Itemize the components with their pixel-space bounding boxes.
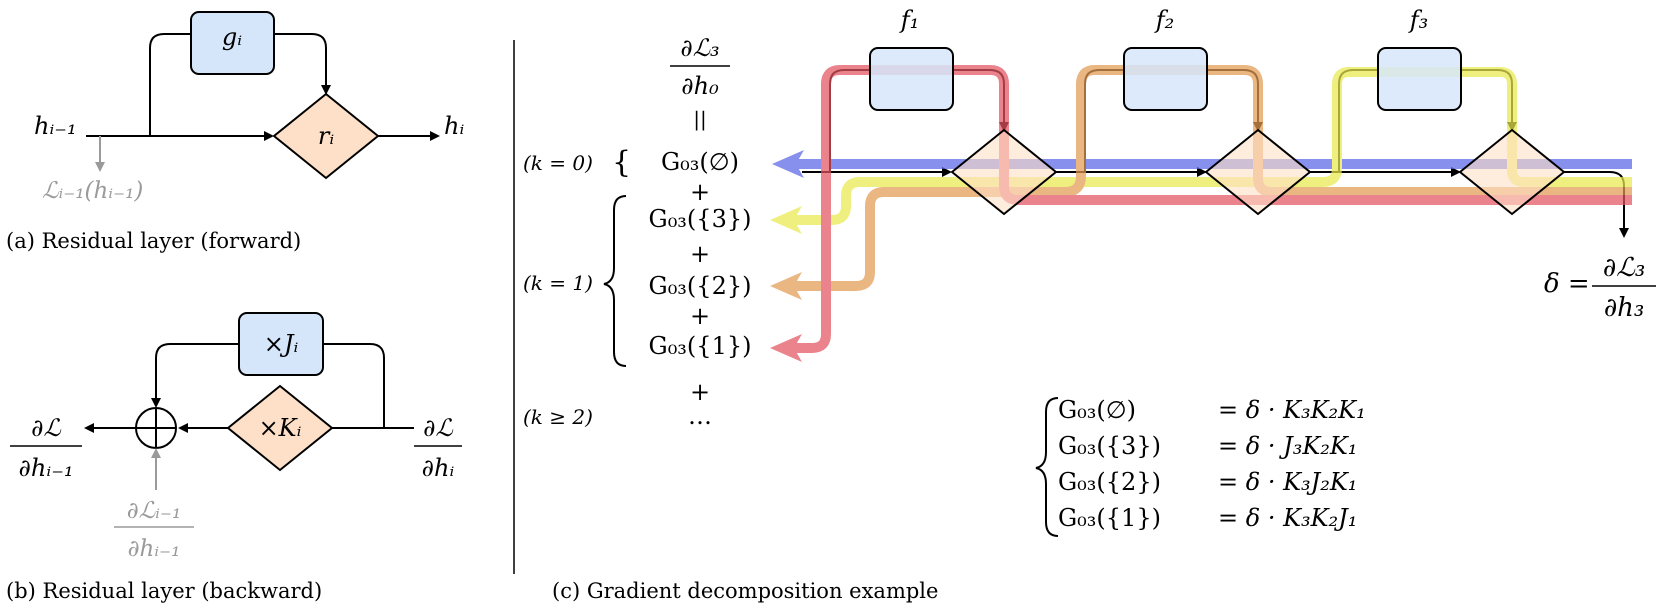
r2-diamond [1204, 128, 1312, 216]
head-orange [770, 272, 802, 300]
term-3: G₀₃({3}) [649, 205, 752, 233]
head-blue [772, 150, 804, 178]
out-frac-num: ∂ℒ [31, 414, 61, 442]
k1-label: (k = 1) [523, 271, 593, 295]
j-feedback-line [323, 343, 385, 428]
f2-label: f₂ [1154, 6, 1175, 34]
caption-a: (a) Residual layer (forward) [6, 229, 301, 253]
delta-frac-num: ∂ℒ₃ [1603, 253, 1646, 283]
f2-box [1123, 47, 1208, 111]
f1-box [869, 47, 954, 111]
top-frac-den: ∂h₀ [681, 72, 719, 100]
k2-label: (k ≥ 2) [523, 405, 593, 429]
eq-2-lhs: G₀₃({3}) [1058, 432, 1161, 460]
plus-2: + [690, 240, 710, 268]
loss-label: ℒᵢ₋₁(hᵢ₋₁) [42, 178, 143, 204]
eq-2-rhs: = δ · J₃K₂K₁ [1218, 432, 1357, 460]
k0-label: (k = 0) [523, 151, 593, 175]
head-red [770, 334, 802, 362]
h-in-label: hᵢ₋₁ [34, 112, 77, 140]
head-yellow [770, 206, 802, 234]
r3-diamond [1458, 128, 1566, 216]
eq-3-lhs: G₀₃({2}) [1058, 468, 1161, 496]
eq-3-rhs: = δ · K₃J₂K₁ [1218, 468, 1357, 496]
term-1: G₀₃({1}) [649, 332, 752, 360]
gradient-paths [770, 65, 1632, 362]
panel-a: gᵢ rᵢ hᵢ₋₁ hᵢ ℒᵢ₋₁(hᵢ₋₁) (a) Residual la… [6, 11, 464, 253]
top-frac-num: ∂ℒ₃ [680, 34, 719, 62]
delta-lhs: δ = [1544, 269, 1590, 299]
r-label: rᵢ [318, 122, 334, 150]
h-out-label: hᵢ [444, 112, 464, 140]
k-label: ×Kᵢ [259, 414, 302, 442]
loss-frac-num: ∂ℒᵢ₋₁ [127, 498, 181, 524]
equations-brace [1035, 397, 1059, 537]
r-diamond [272, 92, 380, 180]
f1-label: f₁ [899, 6, 920, 34]
plus-1: + [690, 178, 710, 206]
eq-4-rhs: = δ · K₃K₂J₁ [1218, 504, 1357, 532]
term-empty: G₀₃(∅) [661, 148, 739, 176]
equal-sign: || [693, 107, 706, 132]
plus-4: + [690, 378, 710, 406]
panel-b: ×Jᵢ ×Kᵢ ∂ℒ ∂hᵢ₋₁ ∂ℒ ∂hᵢ ∂ℒᵢ₋₁ ∂hᵢ₋₁ (b) … [6, 312, 462, 603]
caption-c: (c) Gradient decomposition example [552, 579, 938, 603]
layer-nodes [869, 47, 1566, 216]
panel-c: f₁ f₂ f₃ ∂ℒ₃ ∂h₀ || (k = 0) { G₀₃(∅) + G… [523, 6, 1656, 603]
loss-frac-den: ∂hᵢ₋₁ [128, 536, 181, 562]
k-diamond [226, 384, 334, 472]
eq-1-rhs: = δ · K₃K₂K₁ [1218, 396, 1366, 424]
r1-diamond [950, 128, 1058, 216]
caption-b: (b) Residual layer (backward) [6, 579, 322, 603]
f3-box [1377, 47, 1462, 111]
plus-3: + [690, 302, 710, 330]
out-frac-den: ∂hᵢ₋₁ [19, 454, 74, 482]
k0-brace: { [612, 145, 631, 180]
j-to-sum-arrow [151, 343, 239, 408]
g-box [190, 11, 275, 75]
eq-1-lhs: G₀₃(∅) [1058, 396, 1136, 424]
g-to-r-arrow [274, 33, 331, 95]
j-label: ×Jᵢ [264, 330, 299, 358]
k1-brace [603, 195, 627, 367]
in-frac-num: ∂ℒ [423, 414, 453, 442]
skip-connection-line [149, 33, 191, 136]
delta-frac-den: ∂h₃ [1604, 293, 1645, 323]
f3-label: f₃ [1408, 6, 1429, 34]
j-box [238, 312, 324, 376]
eq-4-lhs: G₀₃({1}) [1058, 504, 1161, 532]
term-2: G₀₃({2}) [649, 272, 752, 300]
in-frac-den: ∂hᵢ [422, 454, 455, 482]
ellipsis: … [688, 402, 712, 430]
g-label: gᵢ [222, 23, 242, 51]
